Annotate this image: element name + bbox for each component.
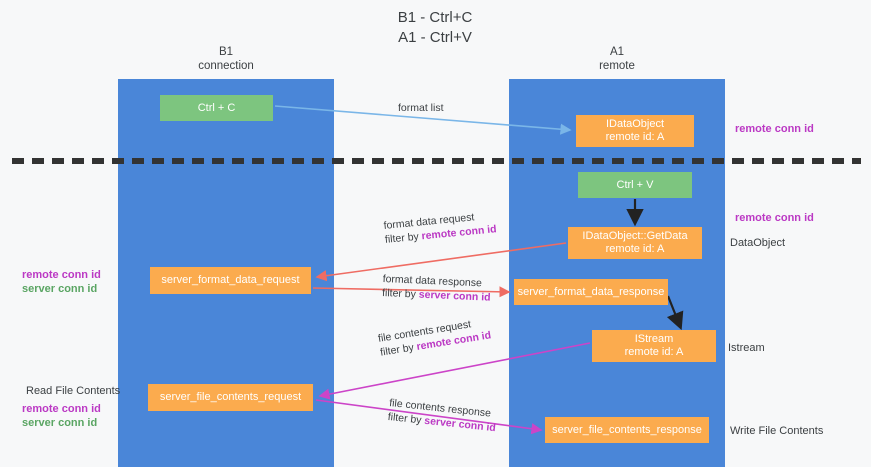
node-idataobject-sub: remote id: A <box>605 131 665 143</box>
edge-label-format-list: format list <box>398 101 444 115</box>
node-idataobject-getdata-sub: remote id: A <box>605 243 665 255</box>
node-server-format-data-request-label: server_format_data_request <box>161 274 300 286</box>
node-server-file-contents-request[interactable]: server_file_contents_request <box>148 384 313 411</box>
annotation-istream: Istream <box>728 342 765 354</box>
page-title-line2: A1 - Ctrl+V <box>398 29 472 46</box>
node-ctrl-c[interactable]: Ctrl + C <box>160 95 273 121</box>
node-server-format-data-response-label: server_format_data_response <box>517 285 665 298</box>
page-title: B1 - Ctrl+C A1 - Ctrl+V <box>235 8 635 48</box>
node-idataobject-label: IDataObject <box>605 118 665 130</box>
node-ctrl-v[interactable]: Ctrl + V <box>578 172 692 198</box>
annotation-write-file-contents: Write File Contents <box>730 425 824 437</box>
filter-prefix: filter by <box>387 410 425 427</box>
node-server-format-data-request[interactable]: server_format_data_request <box>150 267 311 294</box>
node-ctrl-v-label: Ctrl + V <box>616 178 654 191</box>
annotation-left-conn-ids-top: remote conn id server conn id <box>22 268 101 296</box>
node-idataobject-getdata[interactable]: IDataObject::GetData remote id: A <box>568 227 702 259</box>
annotation-dataobject: DataObject <box>730 237 786 249</box>
node-ctrl-c-label: Ctrl + C <box>197 101 236 114</box>
node-istream-label: IStream <box>634 333 674 345</box>
filter-key-server-conn-id: server conn id <box>418 288 491 304</box>
annotation-left-remote-conn-id-top: remote conn id <box>22 269 101 281</box>
node-server-file-contents-response[interactable]: server_file_contents_response <box>545 417 709 443</box>
node-server-file-contents-response-label: server_file_contents_response <box>552 423 702 436</box>
annotation-left-server-conn-id-bottom: server conn id <box>22 417 98 429</box>
column-header-a1-role: remote <box>599 59 635 72</box>
column-header-b1-name: B1 <box>218 46 234 58</box>
column-header-a1-name: A1 <box>609 46 625 58</box>
node-server-format-data-response[interactable]: server_format_data_response <box>514 279 668 305</box>
annotation-read-file-contents: Read File Contents <box>26 385 121 397</box>
edge-label-format-data-response: format data response filter by server co… <box>382 272 492 305</box>
annotation-remote-conn-id-mid: remote conn id <box>735 212 814 224</box>
node-idataobject[interactable]: IDataObject remote id: A <box>576 115 694 147</box>
column-header-b1-role: connection <box>198 59 254 72</box>
node-idataobject-getdata-label: IDataObject::GetData <box>582 230 688 242</box>
edge-label-file-contents-request: file contents request filter by remote c… <box>377 314 492 359</box>
edge-label-format-data-request: format data request filter by remote con… <box>383 208 497 247</box>
node-istream[interactable]: IStream remote id: A <box>592 330 716 362</box>
annotation-remote-conn-id-top: remote conn id <box>735 123 814 135</box>
edge-label-format-list-text: format list <box>398 102 444 114</box>
annotation-left-conn-ids-bottom: remote conn id server conn id <box>22 402 101 430</box>
filter-prefix: filter by <box>381 286 420 301</box>
page-title-line1: B1 - Ctrl+C <box>397 9 473 26</box>
column-header-b1: B1 connection <box>150 46 302 73</box>
annotation-left-remote-conn-id-bottom: remote conn id <box>22 403 101 415</box>
node-istream-sub: remote id: A <box>624 346 684 358</box>
node-server-file-contents-request-label: server_file_contents_request <box>159 391 302 403</box>
annotation-left-server-conn-id-top: server conn id <box>22 283 98 295</box>
edge-label-file-contents-response: file contents response filter by server … <box>387 396 498 435</box>
column-header-a1: A1 remote <box>541 46 693 73</box>
filter-prefix: filter by <box>384 230 423 246</box>
section-divider <box>12 158 861 164</box>
